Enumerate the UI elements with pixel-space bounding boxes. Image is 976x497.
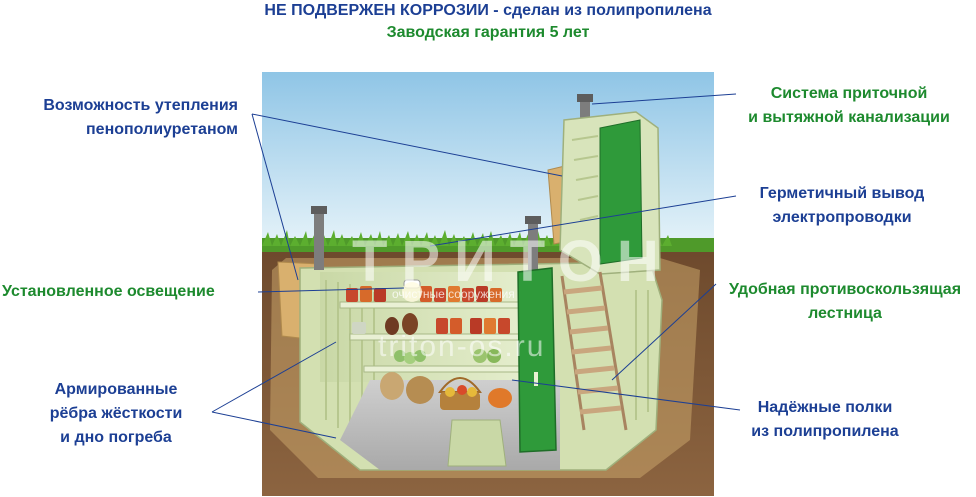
watermark-brand: ТРИТОН — [352, 229, 673, 294]
label-ventilation: Система приточной и вытяжной канализации — [726, 82, 972, 130]
door-handle[interactable] — [534, 372, 538, 386]
label-ribs: Армированные рёбра жёсткости и дно погре… — [30, 378, 202, 450]
label-ventilation-line2: и вытяжной канализации — [748, 109, 950, 126]
label-ribs-line3: и дно погреба — [60, 429, 172, 446]
label-insulation: Возможность утепления пенополиуретаном — [8, 94, 238, 142]
label-insulation-line2: пенополиуретаном — [86, 121, 238, 138]
floor-grate — [447, 419, 507, 467]
header-subtitle: Заводская гарантия 5 лет — [386, 24, 590, 41]
label-lighting: Установленное освещение — [2, 280, 252, 304]
vent-pipes — [311, 94, 593, 272]
label-ventilation-line1: Система приточной — [770, 85, 928, 102]
jars — [346, 286, 510, 335]
ladder — [560, 271, 628, 431]
label-wiring-line2: электропроводки — [772, 209, 912, 226]
label-shelves-line1: Надёжные полки — [757, 399, 893, 416]
leader-lines — [211, 93, 741, 439]
label-ribs-line1: Армированные — [54, 381, 178, 398]
watermark-tagline: очистные сооружения — [392, 287, 515, 301]
label-wiring-line1: Герметичный вывод — [759, 185, 925, 202]
produce — [380, 349, 512, 410]
label-wiring: Герметичный вывод электропроводки — [726, 182, 958, 230]
inner-door[interactable] — [517, 267, 557, 453]
header-title: НЕ ПОДВЕРЖЕН КОРРОЗИИ - сделан из полипр… — [264, 2, 712, 19]
label-ladder: Удобная противоскользящая лестница — [716, 278, 974, 326]
label-shelves: Надёжные полки из полипропилена — [730, 396, 920, 444]
label-ladder-line1: Удобная противоскользящая — [728, 281, 962, 298]
label-shelves-line2: из полипропилена — [751, 423, 899, 440]
label-lighting-line1: Установленное освещение — [2, 283, 215, 300]
label-ladder-line2: лестница — [808, 305, 882, 322]
hatch-steps — [571, 135, 599, 221]
watermark-site: triton-os.ru — [378, 330, 546, 363]
label-insulation-line1: Возможность утепления — [43, 97, 238, 114]
lamp — [402, 279, 422, 302]
label-ribs-line2: рёбра жёсткости — [49, 405, 183, 422]
